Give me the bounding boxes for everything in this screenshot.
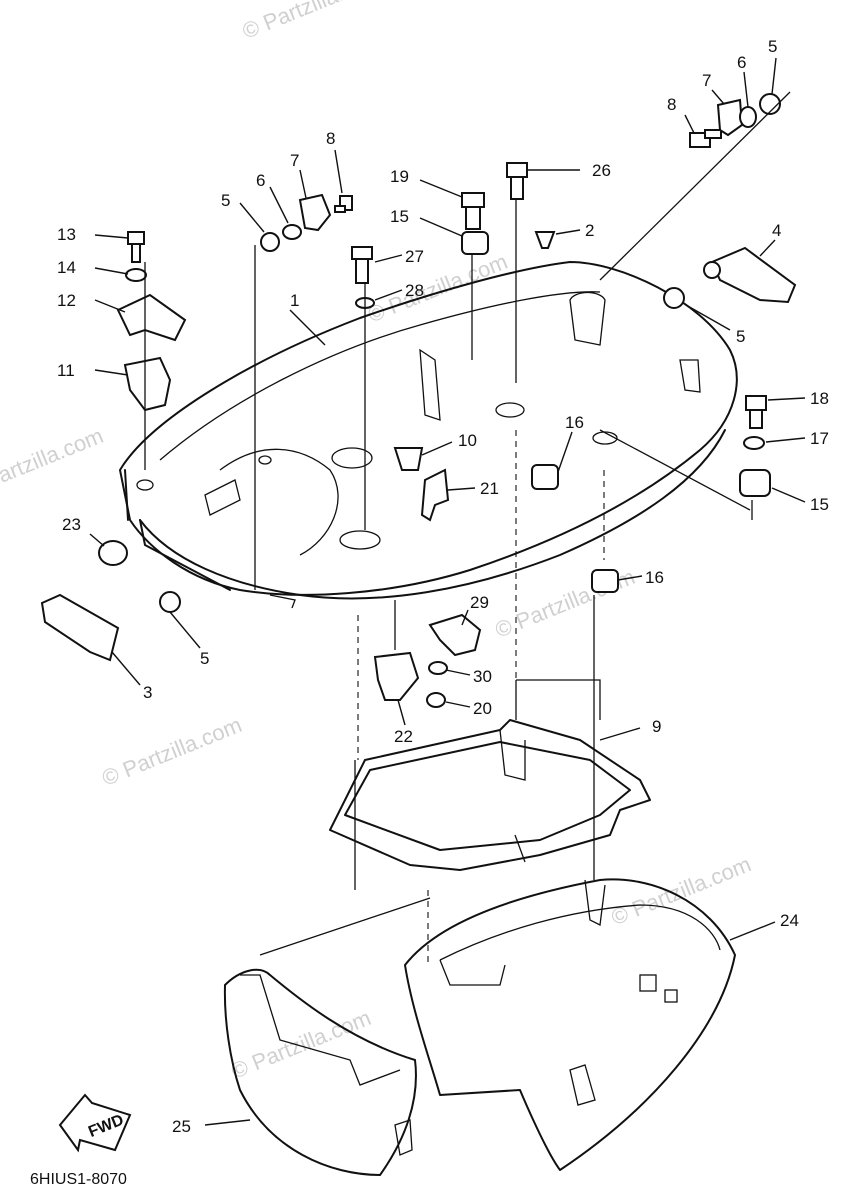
lever-3 [40, 593, 120, 662]
callout-4: 4 [772, 221, 781, 240]
callout-26: 26 [592, 161, 611, 180]
callout-24: 24 [780, 911, 799, 930]
lever-pivot [703, 261, 721, 279]
watermark: © Partzilla.com [608, 851, 755, 930]
washer-30 [428, 661, 448, 675]
callout-28: 28 [405, 281, 424, 300]
callout-7: 7 [702, 71, 711, 90]
callout-1: 1 [290, 291, 299, 310]
callout-7: 7 [290, 151, 299, 170]
watermark: © Partzilla.com [0, 423, 107, 502]
lower-frame [329, 719, 651, 871]
bolt-26 [506, 162, 528, 200]
watermark: © Partzilla.com [239, 0, 386, 44]
bolt-13 [127, 231, 145, 263]
bolt-19 [461, 192, 485, 230]
callout-22: 22 [394, 727, 413, 746]
clip-21 [420, 468, 450, 522]
screw-2 [534, 231, 556, 249]
watermark: © Partzilla.com [364, 249, 511, 328]
callout-17: 17 [810, 429, 829, 448]
bolt-8 [334, 195, 353, 213]
callout-14: 14 [57, 258, 76, 277]
grommet-16 [531, 464, 559, 490]
callout-23: 23 [62, 515, 81, 534]
callout-16: 16 [645, 568, 664, 587]
callout-6: 6 [737, 53, 746, 72]
callout-21: 21 [480, 479, 499, 498]
drain-10 [393, 447, 424, 471]
callout-5: 5 [768, 37, 777, 56]
plug-23 [98, 540, 128, 566]
grommet-5 [260, 232, 280, 252]
callout-5: 5 [200, 649, 209, 668]
grommet-5 [759, 93, 781, 115]
bracket-29 [428, 613, 482, 657]
callout-10: 10 [458, 431, 477, 450]
callout-16: 16 [565, 413, 584, 432]
side-cover-right [404, 878, 736, 1171]
callout-9: 9 [652, 717, 661, 736]
callout-25: 25 [172, 1117, 191, 1136]
rubber-11 [123, 356, 172, 412]
callout-29: 29 [470, 593, 489, 612]
callout-12: 12 [57, 291, 76, 310]
callout-15: 15 [810, 495, 829, 514]
callout-30: 30 [473, 667, 492, 686]
washer-17 [743, 436, 765, 450]
bolt-27 [351, 246, 373, 284]
plate-12 [116, 293, 187, 342]
callout-18: 18 [810, 389, 829, 408]
leader-lines [89, 57, 806, 1126]
side-cover-left [223, 968, 417, 1176]
bolt-18 [745, 395, 767, 429]
callout-19: 19 [390, 167, 409, 186]
diagram-code: 6HIUS1-8070 [30, 1171, 127, 1188]
washer-6 [282, 224, 302, 240]
watermark: © Partzilla.com [228, 1005, 375, 1084]
callout-20: 20 [473, 699, 492, 718]
callout-13: 13 [57, 225, 76, 244]
collar-15 [739, 469, 771, 497]
washer-14 [125, 268, 147, 282]
grommet-5 [159, 591, 181, 613]
callout-15: 15 [390, 207, 409, 226]
callout-3: 3 [143, 683, 152, 702]
callout-27: 27 [405, 247, 424, 266]
bracket-7 [716, 98, 744, 137]
callouts: 13 14 12 11 5 6 7 8 19 15 26 2 27 28 1 8… [57, 37, 829, 1136]
watermark: © Partzilla.com [98, 712, 245, 791]
washer-6 [739, 106, 757, 128]
callout-8: 8 [326, 129, 335, 148]
callout-5: 5 [221, 191, 230, 210]
callout-8: 8 [667, 95, 676, 114]
fwd-arrow-icon: FWD [58, 1093, 132, 1153]
callout-6: 6 [256, 171, 265, 190]
alignment-lines [144, 91, 791, 965]
grommet-5 [663, 287, 685, 309]
bracket-7 [298, 193, 332, 232]
callout-11: 11 [57, 361, 75, 380]
callout-2: 2 [585, 221, 594, 240]
lever-4 [710, 246, 797, 304]
bottom-cowling-tray [119, 261, 738, 609]
bolt-8 [689, 129, 722, 148]
callout-5: 5 [736, 327, 745, 346]
screw-20 [426, 692, 446, 708]
grommet-16 [591, 569, 619, 593]
collar-15 [461, 231, 489, 255]
grommet-22 [373, 651, 420, 701]
